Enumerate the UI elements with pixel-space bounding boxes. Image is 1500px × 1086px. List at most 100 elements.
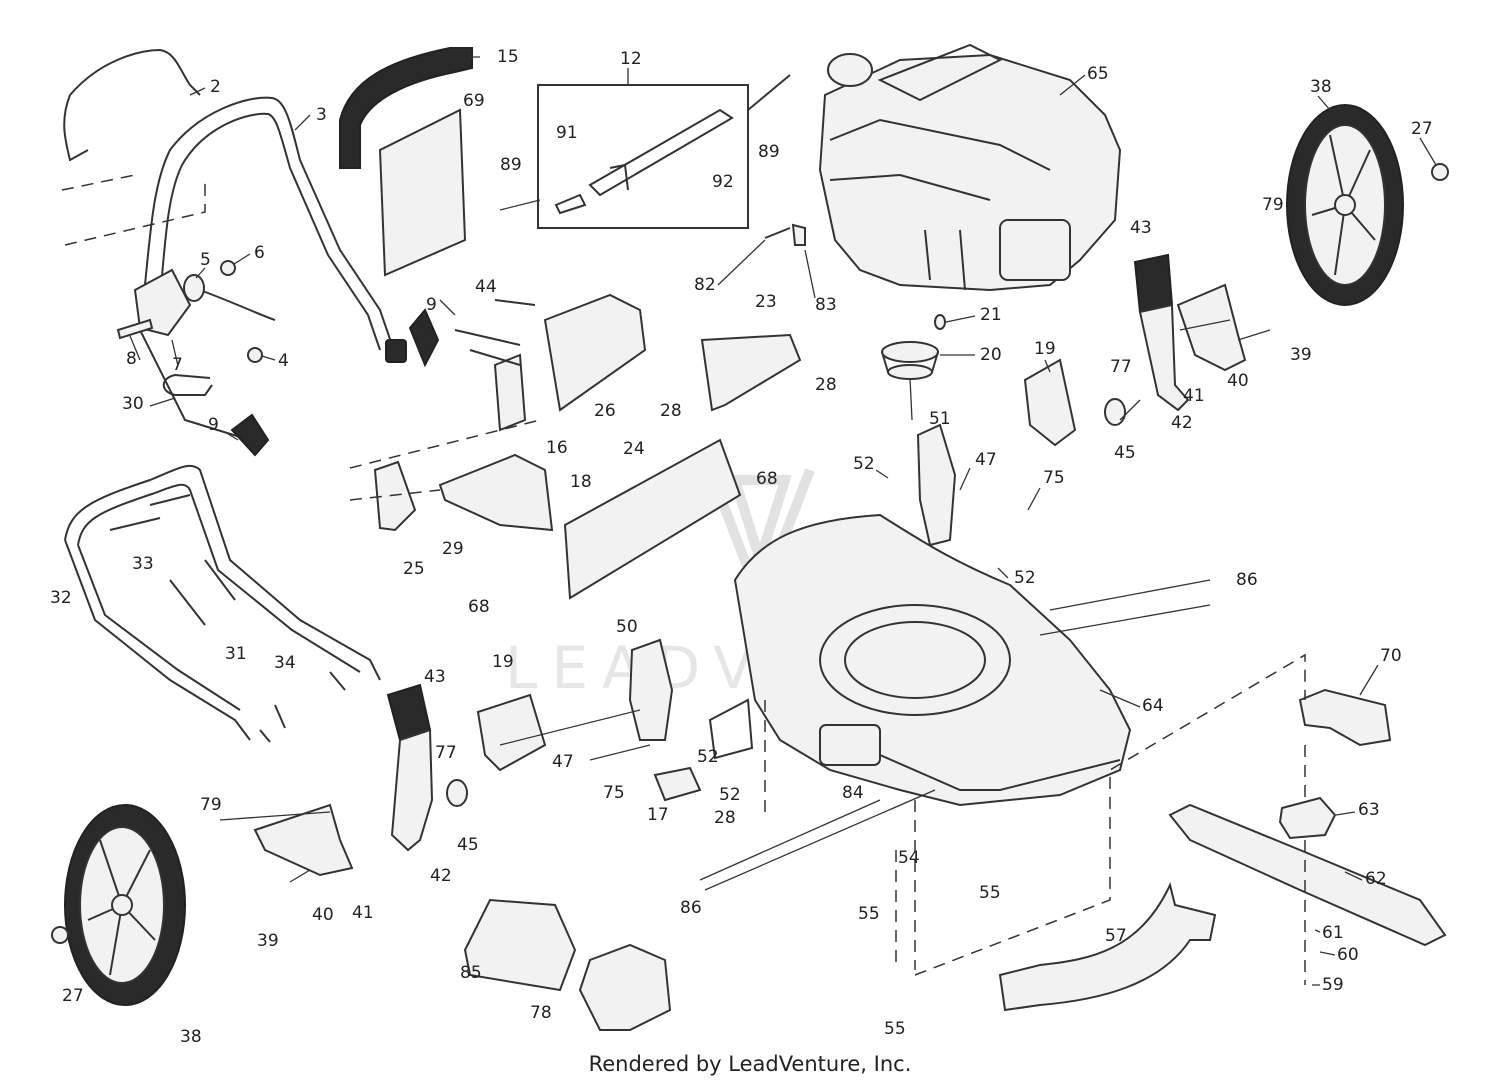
label-41-right: 41: [1183, 386, 1205, 406]
label-86-right: 86: [1236, 570, 1258, 590]
label-84: 84: [842, 783, 864, 803]
hinge-pins-44: [454, 299, 536, 366]
label-83: 83: [815, 295, 837, 315]
label-25: 25: [403, 559, 425, 579]
bolts-31: [169, 559, 236, 626]
label-62: 62: [1365, 869, 1387, 889]
footer-credit: Rendered by LeadVenture, Inc.: [588, 1052, 912, 1076]
mounting-bracket-26: [543, 293, 647, 412]
label-28-a: 28: [660, 401, 682, 421]
height-lever-42-left: [390, 728, 434, 852]
inset-box-12: [537, 84, 749, 229]
upper-handle: [139, 96, 407, 441]
label-39-left: 39: [257, 931, 279, 951]
label-29: 29: [442, 539, 464, 559]
label-19-lower: 19: [492, 652, 514, 672]
handle-bracket: [133, 268, 192, 337]
label-8: 8: [126, 349, 137, 369]
label-55-b: 55: [979, 883, 1001, 903]
label-82: 82: [694, 275, 716, 295]
label-77-left: 77: [435, 743, 457, 763]
label-42-right: 42: [1171, 413, 1193, 433]
axle-bracket-41-left: [253, 803, 354, 877]
wheel-rear-left: [64, 804, 186, 1006]
washer-45-right: [1104, 398, 1126, 426]
label-55-c: 55: [884, 1019, 906, 1039]
label-41-left: 41: [352, 903, 374, 923]
label-43-left: 43: [424, 667, 446, 687]
label-50: 50: [616, 617, 638, 637]
label-45-right: 45: [1114, 443, 1136, 463]
shield-57: [998, 882, 1217, 1012]
label-64: 64: [1142, 696, 1164, 716]
label-52-c: 52: [697, 747, 719, 767]
handle-grip: [339, 47, 473, 169]
label-9-lower: 9: [208, 415, 219, 435]
label-27-left: 27: [62, 986, 84, 1006]
label-6: 6: [254, 243, 265, 263]
clip-9-lower: [230, 413, 270, 457]
label-33: 33: [132, 554, 154, 574]
label-59: 59: [1322, 975, 1344, 995]
nut-6: [220, 260, 236, 276]
clip-9-upper: [408, 308, 440, 368]
bracket-17: [653, 766, 702, 802]
label-60: 60: [1337, 945, 1359, 965]
label-70: 70: [1380, 646, 1402, 666]
leader-lines: [129, 56, 1437, 986]
label-47-left: 47: [552, 752, 574, 772]
label-77-right: 77: [1110, 357, 1132, 377]
nut-4: [247, 347, 263, 363]
cover-85: [463, 898, 577, 992]
blade-62: [1168, 803, 1447, 947]
label-20: 20: [980, 345, 1002, 365]
label-89-right: 89: [758, 142, 780, 162]
bracket-25: [373, 460, 417, 532]
wheel-rear-right: [1286, 104, 1404, 306]
part-labels: 2 3 4 5 6 7 8 9 9 12 15 16 17 18 19 19 2…: [50, 47, 1433, 1047]
label-23: 23: [755, 292, 777, 312]
label-75-left: 75: [603, 783, 625, 803]
label-57: 57: [1105, 926, 1127, 946]
label-68-a: 68: [756, 469, 778, 489]
blade-adapter-63: [1278, 796, 1337, 840]
grass-bag-cover: [378, 108, 467, 277]
label-68-b: 68: [468, 597, 490, 617]
label-28-b: 28: [815, 375, 837, 395]
label-61: 61: [1322, 923, 1344, 943]
label-24: 24: [623, 439, 645, 459]
label-21: 21: [980, 305, 1002, 325]
label-47-right: 47: [975, 450, 997, 470]
cover-78: [578, 943, 672, 1031]
label-52-b: 52: [1014, 568, 1036, 588]
engine: [818, 43, 1122, 292]
baffle-70: [1298, 688, 1392, 747]
label-12: 12: [620, 49, 642, 69]
label-52-a: 52: [853, 454, 875, 474]
label-9-upper: 9: [426, 295, 437, 315]
label-75-right: 75: [1043, 468, 1065, 488]
label-38-left: 38: [180, 1027, 202, 1047]
label-52-d: 52: [719, 785, 741, 805]
label-89-left: 89: [500, 155, 522, 175]
axle-bracket-41-right: [1176, 283, 1247, 372]
label-91: 91: [556, 123, 578, 143]
label-30: 30: [122, 394, 144, 414]
label-2: 2: [210, 77, 221, 97]
label-65: 65: [1087, 64, 1109, 84]
bracket-19-lower: [476, 693, 547, 772]
rear-flap-24: [563, 438, 742, 600]
bracket-19-upper: [1023, 358, 1077, 447]
label-78: 78: [530, 1003, 552, 1023]
hairpin-30: [162, 373, 213, 396]
label-3: 3: [316, 105, 327, 125]
label-27-right: 27: [1411, 119, 1433, 139]
label-92: 92: [712, 172, 734, 192]
label-16: 16: [546, 438, 568, 458]
label-69: 69: [463, 91, 485, 111]
label-79-right: 79: [1262, 195, 1284, 215]
label-19-upper: 19: [1034, 339, 1056, 359]
washer-45-left: [446, 779, 468, 807]
clips-34: [259, 671, 346, 743]
